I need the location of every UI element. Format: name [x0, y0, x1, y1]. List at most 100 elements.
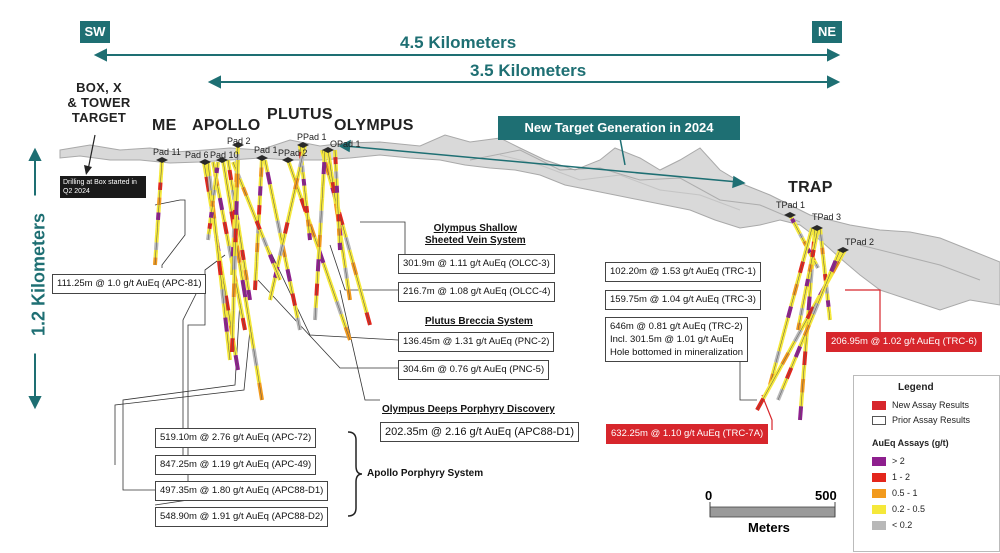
- plutus-label: PLUTUS: [267, 106, 333, 123]
- legend-bin: 0.5 - 1: [872, 488, 918, 499]
- legend-bin-label: 0.2 - 0.5: [892, 504, 926, 514]
- legend-bin-label: > 2: [892, 456, 905, 466]
- box-x-tower-target-label: BOX, X & TOWER TARGET: [67, 80, 131, 125]
- legend-panel: Legend New Assay Results Prior Assay Res…: [853, 375, 1000, 552]
- pad-11-label: Pad 11: [153, 147, 181, 157]
- legend-new-label: New Assay Results: [892, 400, 970, 410]
- result-apc-81: 111.25m @ 1.0 g/t AuEq (APC-81): [52, 274, 207, 294]
- trap-label: TRAP: [788, 179, 833, 196]
- drill-hole-outline: [232, 161, 281, 281]
- drilling-note: Drilling at Box started in Q2 2024: [60, 176, 146, 198]
- legend-bin: 0.2 - 0.5: [872, 504, 926, 515]
- olympus-label: OLYMPUS: [334, 117, 414, 134]
- pad-marker: [837, 247, 849, 253]
- pad-marker: [232, 142, 244, 148]
- legend-bin-label: 1 - 2: [892, 472, 911, 482]
- olympus-shallow-header: Olympus Shallow Sheeted Vein System: [425, 223, 526, 246]
- drill-hole-outline: [769, 227, 813, 386]
- result-apc88-d1: 497.35m @ 1.80 g/t AuEq (APC88-D1): [155, 481, 329, 501]
- result-apc88-d1-deeps: 202.35m @ 2.16 g/t AuEq (APC88-D1): [380, 422, 580, 442]
- result-trc-2-line2: Incl. 301.5m @ 1.01 g/t AuEq: [610, 334, 734, 345]
- pad-marker: [256, 155, 268, 161]
- pad-marker: [297, 142, 309, 148]
- scale-bar: [709, 502, 836, 518]
- pad-markers: [156, 142, 849, 253]
- scale-max: 500: [815, 488, 837, 503]
- drill-holes: [153, 144, 847, 421]
- pad-marker: [322, 147, 334, 153]
- apollo-label: APOLLO: [192, 117, 261, 134]
- legend-prior-label: Prior Assay Results: [892, 415, 971, 425]
- legend-new: New Assay Results: [872, 400, 970, 411]
- apollo-porphyry-header: Apollo Porphyry System: [367, 468, 484, 479]
- drill-hole-outline: [207, 161, 231, 361]
- drill-hole-outline: [231, 159, 239, 353]
- new-target-arrow: [338, 137, 746, 189]
- legend-bin: 1 - 2: [872, 472, 911, 483]
- plutus-breccia-header: Plutus Breccia System: [425, 316, 533, 327]
- result-olcc-4: 216.7m @ 1.08 g/t AuEq (OLCC-4): [398, 282, 556, 302]
- result-trc-7a: 632.25m @ 1.10 g/t AuEq (TRC-7A): [606, 424, 769, 444]
- pad-1-label: Pad 1: [254, 145, 278, 155]
- legend-bin-swatch: [872, 505, 886, 515]
- inner-distance-label: 3.5 Kilometers: [466, 61, 591, 81]
- drill-hole-outline: [819, 227, 831, 321]
- legend-bin-swatch: [872, 489, 886, 499]
- pad-marker: [216, 157, 228, 163]
- legend-prior: Prior Assay Results: [872, 415, 971, 426]
- pad-marker: [282, 157, 294, 163]
- apollo-brace: [347, 431, 363, 517]
- pad-marker: [156, 157, 168, 163]
- result-pnc-5: 304.6m @ 0.76 g/t AuEq (PNC-5): [398, 360, 550, 380]
- pad-marker: [199, 159, 211, 165]
- olympus-deeps-header: Olympus Deeps Porphyry Discovery: [382, 404, 555, 415]
- distance-arrow-outer: [93, 48, 841, 62]
- legend-assay-title: AuEq Assays (g/t): [872, 438, 949, 448]
- legend-bin-label: < 0.2: [892, 520, 913, 530]
- result-pnc-2: 136.45m @ 1.31 g/t AuEq (PNC-2): [398, 332, 555, 352]
- result-trc-2-line1: 646m @ 0.81 g/t AuEq (TRC-2): [610, 321, 743, 332]
- new-target-banner: New Target Generation in 2024: [498, 116, 740, 140]
- result-apc-49: 847.25m @ 1.19 g/t AuEq (APC-49): [155, 455, 317, 475]
- drill-hole-outline: [222, 159, 263, 401]
- result-trc-1: 102.20m @ 1.53 g/t AuEq (TRC-1): [605, 262, 761, 282]
- drill-hole-outline: [227, 159, 251, 301]
- opad-1-label: OPad 1: [330, 139, 361, 149]
- drill-hole-outline: [321, 149, 371, 326]
- box-pointer: [87, 134, 96, 171]
- me-label: ME: [152, 117, 177, 134]
- result-trc-2-line3: Hole bottomed in mineralization: [610, 347, 744, 358]
- drill-hole-outline: [797, 227, 819, 331]
- scale-zero: 0: [705, 488, 713, 503]
- drill-hole-outline: [207, 161, 219, 241]
- result-trc-6: 206.95m @ 1.02 g/t AuEq (TRC-6): [826, 332, 982, 352]
- pad-marker: [811, 225, 823, 231]
- legend-bin: < 0.2: [872, 520, 913, 531]
- ne-direction-badge: NE: [812, 21, 842, 43]
- distance-arrow-inner: [207, 75, 841, 89]
- outer-distance-label: 4.5 Kilometers: [396, 33, 521, 53]
- ppad-2-label: PPad 2: [278, 148, 308, 158]
- tpad-1-label: TPad 1: [776, 200, 806, 210]
- legend-bin-swatch: [872, 521, 886, 531]
- legend-bin-label: 0.5 - 1: [892, 488, 918, 498]
- terrain-profile: [59, 134, 1000, 311]
- tpad-3-label: TPad 3: [812, 212, 842, 222]
- result-apc88-d2: 548.90m @ 1.91 g/t AuEq (APC88-D2): [155, 507, 329, 527]
- result-trc-3: 159.75m @ 1.04 g/t AuEq (TRC-3): [605, 290, 761, 310]
- ppad-1-label: PPad 1: [297, 132, 327, 142]
- tpad-2-label: TPad 2: [845, 237, 875, 247]
- vertical-distance-label: 1.2 Kilometers: [28, 195, 50, 354]
- legend-bin: > 2: [872, 456, 905, 467]
- legend-bin-swatch: [872, 473, 886, 483]
- drill-hole-outline: [314, 149, 326, 321]
- drill-hole-outline: [334, 149, 341, 251]
- drill-hole-outline: [212, 161, 246, 331]
- drill-hole-outline: [154, 159, 163, 266]
- drill-hole-outline: [777, 249, 841, 401]
- legend-title: Legend: [898, 382, 934, 393]
- result-trc-2: 646m @ 0.81 g/t AuEq (TRC-2) Incl. 301.5…: [605, 317, 749, 362]
- pad-2-label: Pad 2: [227, 136, 251, 146]
- result-apc-72: 519.10m @ 2.76 g/t AuEq (APC-72): [155, 428, 317, 448]
